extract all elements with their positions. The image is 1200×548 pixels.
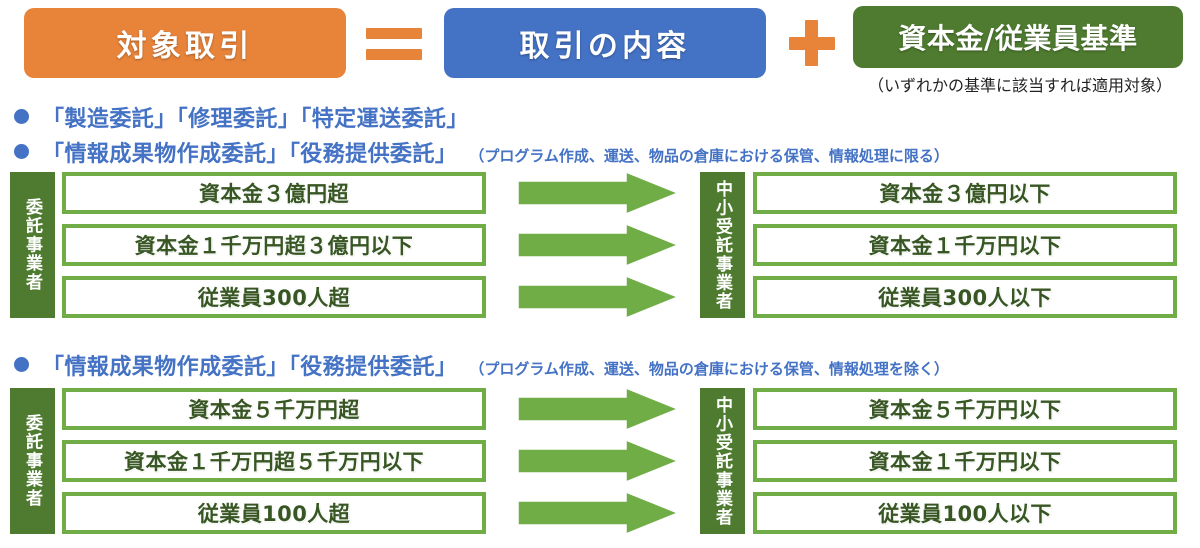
table-row: 従業員300人超: [62, 276, 486, 318]
bullet-text-1: 「製造委託」「修理委託」「特定運送委託」: [42, 107, 469, 132]
table-row: 資本金１千万円超３億円以下: [62, 224, 486, 266]
equals-icon: [366, 28, 422, 60]
table-row: 従業員100人超: [62, 492, 486, 534]
bullet-item-1: 「製造委託」「修理委託」「特定運送委託」: [14, 101, 469, 133]
bullet-text-3: 「情報成果物作成委託」「役務提供委託」: [42, 355, 458, 380]
group2-left-rows: 資本金５千万円超 資本金１千万円超５千万円以下 従業員100人超: [62, 388, 486, 534]
table-row: 資本金３億円以下: [753, 172, 1177, 214]
right-arrow-icon: [518, 224, 678, 266]
header-formula-row: 対象取引 取引の内容 資本金/従業員基準 （いずれかの基準に該当すれば適用対象）: [0, 0, 1200, 95]
transaction-content-box: 取引の内容: [444, 8, 766, 78]
right-arrow-icon: [518, 388, 678, 430]
group2-arrows: [518, 388, 688, 534]
table-row: 資本金５千万円以下: [753, 388, 1177, 430]
group2-right-label: 中小受託事業者: [700, 388, 745, 534]
table-row: 従業員100人以下: [753, 492, 1177, 534]
right-arrow-icon: [518, 276, 678, 318]
bullet-note-3: （プログラム作成、運送、物品の倉庫における保管、情報処理を除く）: [469, 360, 949, 378]
group2-left-label: 委託事業者: [10, 388, 55, 534]
table-row: 資本金１千万円以下: [753, 440, 1177, 482]
group1-right-rows: 資本金３億円以下 資本金１千万円以下 従業員300人以下: [753, 172, 1177, 318]
table-row: 資本金１千万円以下: [753, 224, 1177, 266]
bullet-note-2: （プログラム作成、運送、物品の倉庫における保管、情報処理に限る）: [469, 147, 949, 165]
right-arrow-icon: [518, 440, 678, 482]
table-row: 資本金１千万円超５千万円以下: [62, 440, 486, 482]
bullet-item-3: 「情報成果物作成委託」「役務提供委託」 （プログラム作成、運送、物品の倉庫におけ…: [14, 349, 949, 381]
bullet-dot-icon: [14, 357, 29, 372]
group2-right-rows: 資本金５千万円以下 資本金１千万円以下 従業員100人以下: [753, 388, 1177, 534]
table-row: 資本金５千万円超: [62, 388, 486, 430]
bullet-item-2: 「情報成果物作成委託」「役務提供委託」 （プログラム作成、運送、物品の倉庫におけ…: [14, 136, 949, 168]
target-transaction-box: 対象取引: [24, 8, 346, 78]
group1-arrows: [518, 172, 688, 318]
plus-icon: [789, 20, 835, 66]
bullet-dot-icon: [14, 109, 29, 124]
group1-left-rows: 資本金３億円超 資本金１千万円超３億円以下 従業員300人超: [62, 172, 486, 318]
bullet-dot-icon: [14, 144, 29, 159]
table-row: 資本金３億円超: [62, 172, 486, 214]
right-arrow-icon: [518, 172, 678, 214]
table-row: 従業員300人以下: [753, 276, 1177, 318]
bullet-text-2: 「情報成果物作成委託」「役務提供委託」: [42, 142, 458, 167]
right-arrow-icon: [518, 492, 678, 534]
group1-left-label: 委託事業者: [10, 172, 55, 318]
capital-criteria-note: （いずれかの基準に該当すれば適用対象）: [867, 76, 1172, 95]
capital-criteria-box: 資本金/従業員基準: [853, 6, 1183, 68]
group1-right-label: 中小受託事業者: [700, 172, 745, 318]
